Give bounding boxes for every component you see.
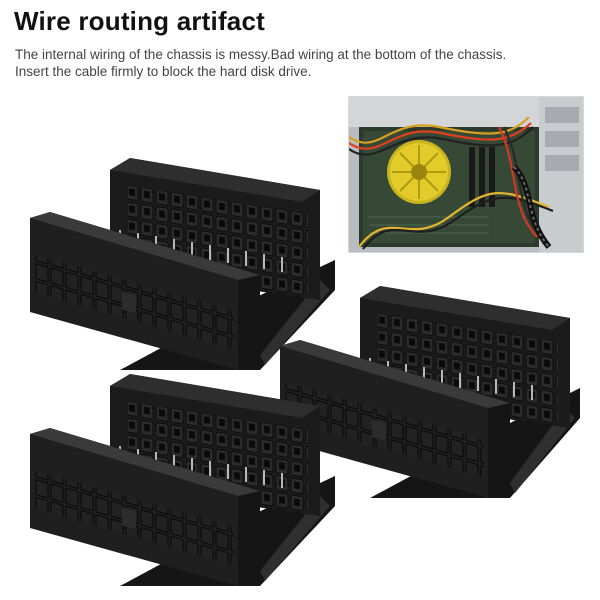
page-title: Wire routing artifact — [14, 6, 265, 36]
atx-24pin-adapter-2 — [270, 278, 590, 503]
description: The internal wiring of the chassis is me… — [15, 46, 585, 80]
atx-24pin-adapter-1 — [20, 150, 340, 375]
description-line-2: Insert the cable firmly to block the har… — [15, 64, 312, 79]
atx-24pin-adapter-3 — [20, 366, 340, 591]
description-line-1: The internal wiring of the chassis is me… — [15, 47, 507, 62]
chassis-wiring-photo — [348, 96, 584, 253]
